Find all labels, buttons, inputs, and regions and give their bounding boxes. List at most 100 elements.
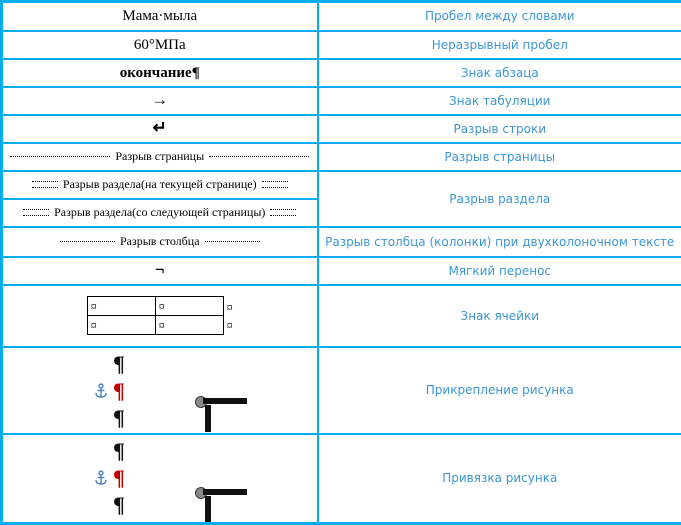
nbsp-example-text: 60°МПа: [134, 37, 186, 53]
column-break-example: Разрыв столбца: [3, 234, 317, 249]
space-name-label: Пробел между словами: [425, 9, 575, 23]
picture-anchor-name-cell: Привязка рисунка: [318, 434, 681, 524]
pilcrow-line: ¶: [89, 438, 125, 465]
soft-hyphen-example-cell: ¬: [2, 257, 318, 285]
paragraph-example-text: окончание¶: [120, 65, 200, 81]
cell-mark-name-label: Знак ячейки: [461, 309, 540, 323]
pilcrow-icon-red: ¶: [113, 466, 125, 490]
section-break-name-label: Разрыв раздела: [449, 192, 550, 206]
double-dotted-line-icon: [270, 209, 296, 216]
picture-attach-name-cell: Прикрепление рисунка: [318, 347, 681, 434]
picture-shape-icon: [195, 396, 247, 433]
row-column-break: Разрыв столбца Разрыв столбца (колонки) …: [2, 227, 681, 257]
pilcrow-icon: ¶: [113, 493, 125, 517]
soft-hyphen-name-label: Мягкий перенос: [448, 264, 551, 278]
column-break-example-cell: Разрыв столбца: [2, 227, 318, 257]
anchor-icon: [89, 470, 113, 486]
row-picture-anchor: ¶ ¶: [2, 434, 681, 524]
double-dotted-line-icon: [23, 209, 49, 216]
row-cell-mark: ¤ ¤ ¤ ¤ ¤ ¤: [2, 285, 681, 347]
picture-vertical-bar: [205, 405, 211, 432]
dotted-line-icon: [205, 241, 260, 242]
section-break-name-cell: Разрыв раздела: [318, 171, 681, 227]
cell-mark-icon: ¤: [159, 299, 165, 313]
soft-hyphen-name-cell: Мягкий перенос: [318, 257, 681, 285]
mini-cell: ¤: [87, 316, 155, 335]
page-break-name-cell: Разрыв страницы: [318, 143, 681, 171]
anchor-icon: [89, 383, 113, 399]
pilcrow-line: ¶: [89, 405, 125, 432]
dotted-line-icon: [209, 156, 309, 157]
pilcrow-icon: ¶: [113, 406, 125, 430]
tab-example-cell: →: [2, 87, 318, 115]
tab-arrow-icon: →: [151, 90, 168, 109]
pilcrow-icon: ¶: [113, 352, 125, 376]
row-page-break: Разрыв страницы Разрыв страницы: [2, 143, 681, 171]
page-break-name-label: Разрыв страницы: [444, 150, 555, 164]
picture-horizontal-bar: [203, 489, 247, 495]
row-space: Мама·мыла Пробел между словами: [2, 2, 681, 31]
section-break-next-example: Разрыв раздела(со следующей страницы): [3, 205, 317, 220]
pilcrow-line: ¶: [89, 351, 125, 378]
pilcrow-icon-red: ¶: [113, 379, 125, 403]
space-example-cell: Мама·мыла: [2, 2, 318, 31]
cell-mark-icon: ¤: [91, 299, 97, 313]
double-dotted-line-icon: [32, 181, 58, 188]
picture-shape-icon: [195, 487, 247, 524]
column-break-name-cell: Разрыв столбца (колонки) при двухколоноч…: [318, 227, 681, 257]
cell-mark-example: ¤ ¤ ¤ ¤ ¤ ¤: [3, 296, 317, 335]
picture-anchor-example-cell: ¶ ¶: [2, 434, 318, 524]
pilcrow-icon: ¶: [113, 439, 125, 463]
line-break-example-cell: ↵: [2, 115, 318, 143]
cell-mark-example-cell: ¤ ¤ ¤ ¤ ¤ ¤: [2, 285, 318, 347]
line-break-arrow-icon: ↵: [153, 118, 167, 137]
row-picture-attach: ¶ ¶: [2, 347, 681, 434]
pilcrow-line: ¶: [89, 492, 125, 519]
section-break-current-text: Разрыв раздела(на текущей странице): [63, 177, 257, 192]
soft-hyphen-icon: ¬: [155, 260, 165, 279]
row-paragraph: окончание¶ Знак абзаца: [2, 59, 681, 87]
nbsp-name-label: Неразрывный пробел: [432, 38, 568, 52]
section-break-current-example: Разрыв раздела(на текущей странице): [3, 177, 317, 192]
section-break-next-cell: Разрыв раздела(со следующей страницы): [2, 199, 318, 227]
section-break-next-text: Разрыв раздела(со следующей страницы): [54, 205, 265, 220]
mini-cell: ¤: [155, 316, 223, 335]
pilcrow-line: ¶: [89, 465, 125, 492]
cell-mark-icon: ¤: [91, 318, 97, 332]
row-line-break: ↵ Разрыв строки: [2, 115, 681, 143]
line-break-name-label: Разрыв строки: [453, 122, 546, 136]
column-break-example-text: Разрыв столбца: [120, 234, 200, 249]
pilcrow-line: ¶: [89, 378, 125, 405]
nbsp-name-cell: Неразрывный пробел: [318, 31, 681, 59]
double-dotted-line-icon: [262, 181, 288, 188]
space-example-text: Мама·мыла: [122, 8, 197, 24]
space-name-cell: Пробел между словами: [318, 2, 681, 31]
row-nbsp: 60°МПа Неразрывный пробел: [2, 31, 681, 59]
section-break-current-cell: Разрыв раздела(на текущей странице): [2, 171, 318, 199]
page-break-example-cell: Разрыв страницы: [2, 143, 318, 171]
pilcrow-group: ¶ ¶: [89, 351, 125, 432]
dotted-line-icon: [60, 241, 115, 242]
row-soft-hyphen: ¬ Мягкий перенос: [2, 257, 681, 285]
paragraph-example-cell: окончание¶: [2, 59, 318, 87]
column-break-name-label: Разрыв столбца (колонки) при двухколоноч…: [325, 235, 674, 249]
cell-mark-icon: ¤: [227, 298, 233, 316]
picture-attach-name-label: Прикрепление рисунка: [426, 383, 574, 397]
end-of-row-marks: ¤ ¤: [227, 298, 233, 334]
tab-name-label: Знак табуляции: [449, 94, 550, 108]
line-break-name-cell: Разрыв строки: [318, 115, 681, 143]
picture-vertical-bar: [205, 496, 211, 524]
page-break-example: Разрыв страницы: [3, 149, 317, 164]
nbsp-example-cell: 60°МПа: [2, 31, 318, 59]
mini-cell: ¤: [87, 297, 155, 316]
row-tab: → Знак табуляции: [2, 87, 681, 115]
picture-anchor-name-label: Привязка рисунка: [442, 471, 557, 485]
cell-mark-name-cell: Знак ячейки: [318, 285, 681, 347]
pilcrow-group: ¶ ¶: [89, 438, 125, 519]
page-break-example-text: Разрыв страницы: [115, 149, 204, 164]
dotted-line-icon: [10, 156, 110, 157]
picture-horizontal-bar: [203, 398, 247, 404]
paragraph-name-label: Знак абзаца: [461, 66, 539, 80]
